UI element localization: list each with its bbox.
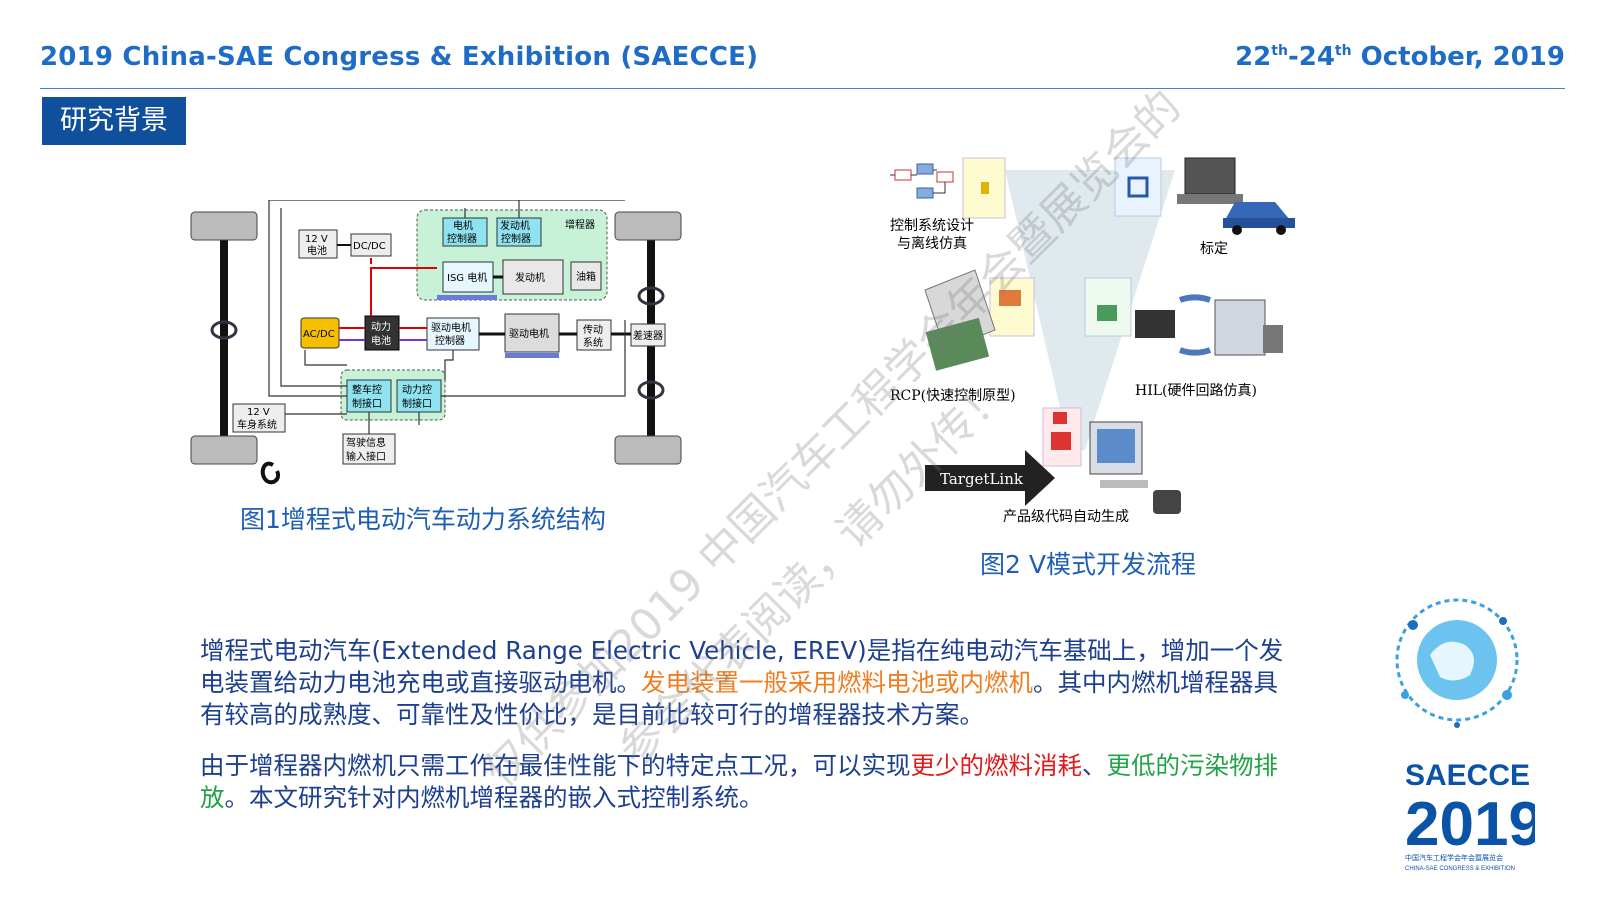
svg-text:产品级代码自动生成: 产品级代码自动生成 (1003, 509, 1129, 525)
svg-text:驱动电机: 驱动电机 (509, 327, 549, 340)
figure2-diagram: 控制系统设计 与离线仿真 标定 RCP(快速控制原型) (885, 150, 1305, 535)
conference-title: 2019 China-SAE Congress & Exhibition (SA… (40, 42, 759, 72)
svg-text:输入接口: 输入接口 (346, 450, 386, 463)
svg-text:标定: 标定 (1200, 241, 1228, 257)
svg-text:DC/DC: DC/DC (353, 241, 386, 252)
svg-text:2019: 2019 (1405, 790, 1535, 859)
globe-icon (1395, 598, 1519, 728)
svg-text:发动机: 发动机 (500, 219, 530, 232)
svg-text:控制器: 控制器 (501, 232, 531, 245)
section-tag: 研究背景 (42, 97, 186, 145)
ecu-board-icon (924, 269, 996, 371)
laptop-icon (1177, 157, 1243, 204)
svg-text:12 V: 12 V (305, 234, 328, 245)
svg-text:驱动电机: 驱动电机 (431, 321, 471, 334)
figure2-caption: 图2 V模式开发流程 (980, 550, 1196, 579)
svg-text:油箱: 油箱 (576, 270, 596, 283)
svg-text:系统: 系统 (583, 336, 603, 349)
figure1-caption: 图1增程式电动汽车动力系统结构 (240, 505, 606, 534)
wheel-front-left (190, 211, 258, 241)
car-icon (1223, 202, 1295, 235)
wheel-front-right (614, 211, 682, 241)
charging-plug-icon (260, 461, 280, 485)
wheel-rear-left (190, 435, 258, 465)
control-design-icon (890, 163, 954, 199)
svg-text:电机: 电机 (453, 219, 473, 232)
svg-text:12 V: 12 V (247, 407, 270, 418)
wheel-rear-right (614, 435, 682, 465)
paragraph-1: 增程式电动汽车(Extended Range Electric Vehicle,… (200, 636, 1284, 729)
svg-text:AC/DC: AC/DC (303, 329, 335, 340)
svg-text:差速器: 差速器 (633, 329, 663, 342)
svg-text:与离线仿真: 与离线仿真 (897, 235, 967, 252)
svg-text:TargetLink: TargetLink (940, 470, 1024, 488)
svg-text:电池: 电池 (371, 334, 391, 347)
saecce-logo: SAECCE 2019 中国汽车工程学会年会暨展览会 CHINA-SAE CON… (1385, 585, 1543, 885)
workstation-icon (1089, 421, 1148, 488)
svg-text:动力: 动力 (371, 320, 391, 333)
svg-text:动力控: 动力控 (402, 383, 432, 396)
svg-text:驾驶信息: 驾驶信息 (346, 436, 386, 449)
conference-date: 22th-24th October, 2019 (1235, 42, 1565, 72)
svg-text:RCP(快速控制原型): RCP(快速控制原型) (890, 388, 1016, 404)
slide-header: 2019 China-SAE Congress & Exhibition (SA… (40, 38, 1565, 89)
svg-text:SAECCE: SAECCE (1405, 759, 1530, 792)
range-extender-label: 增程器 (565, 218, 595, 231)
svg-text:CHINA-SAE CONGRESS & EXHIBITIO: CHINA-SAE CONGRESS & EXHIBITION (1405, 866, 1515, 872)
hil-rig-icon (1135, 294, 1283, 356)
paragraph-2: 由于增程器内燃机只需工作在最佳性能下的特定点工况，可以实现更少的燃料消耗、更低的… (200, 751, 1278, 812)
svg-text:中国汽车工程学会年会暨展览会: 中国汽车工程学会年会暨展览会 (1405, 853, 1503, 862)
svg-text:HIL(硬件回路仿真): HIL(硬件回路仿真) (1135, 383, 1257, 399)
svg-text:控制器: 控制器 (447, 232, 477, 245)
figure1-diagram: 增程器 电机 控制器 发动机 控制器 ISG 电机 发动机 油箱 12 V 电池… (185, 199, 695, 490)
svg-text:发动机: 发动机 (515, 271, 545, 284)
svg-text:控制器: 控制器 (435, 334, 465, 347)
svg-text:整车控: 整车控 (352, 383, 382, 396)
svg-text:电池: 电池 (307, 244, 327, 257)
svg-text:传动: 传动 (583, 324, 603, 336)
svg-text:制接口: 制接口 (352, 397, 382, 410)
targetlink-arrow (925, 450, 1055, 506)
svg-text:控制系统设计: 控制系统设计 (890, 218, 974, 234)
svg-text:车身系统: 车身系统 (237, 418, 277, 431)
svg-text:制接口: 制接口 (402, 397, 432, 410)
svg-text:ISG 电机: ISG 电机 (447, 271, 487, 284)
